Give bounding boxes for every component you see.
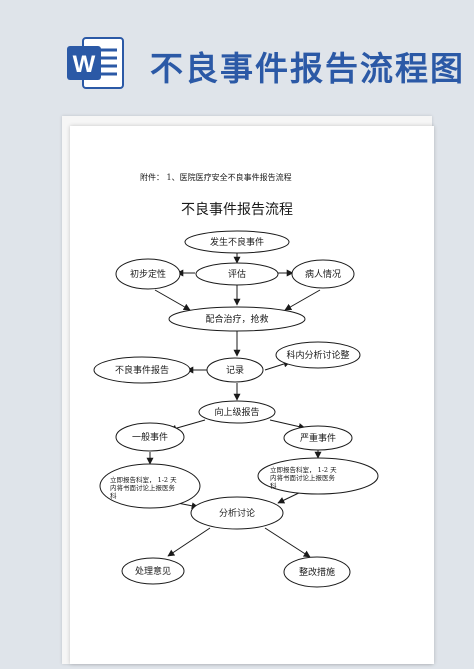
label-general-action-line-1: 立即报告科室， 1-2 天	[110, 475, 177, 484]
node-evaluate	[195, 262, 279, 286]
banner-header: W 不良事件报告流程图	[0, 0, 474, 110]
label-analysis: 分析讨论	[219, 507, 255, 519]
node-serious-event	[283, 425, 353, 451]
node-report-up	[198, 400, 276, 424]
label-general-action-line-2: 内将书面讨论上报医务	[110, 483, 176, 492]
label-dept-discussion: 科内分析讨论整	[286, 349, 349, 361]
arrow-reportup-serious	[269, 419, 306, 431]
label-general-action-line-3: 科	[110, 491, 117, 500]
banner-title: 不良事件报告流程图	[150, 49, 465, 88]
node-general-action	[99, 463, 201, 509]
arrow-analysis-handling	[167, 527, 211, 557]
node-dept-discussion	[275, 341, 361, 369]
label-serious-event: 严重事件	[300, 432, 336, 444]
arrow-analysis-rectification	[264, 527, 311, 558]
node-patient-condition	[291, 259, 355, 289]
node-labels: 发生不良事件 初步定性 评估 病人情况 配合治疗，抢救 记录 不良事件报告 科内…	[115, 236, 350, 578]
document-title: 不良事件报告流程	[181, 202, 293, 218]
action-labels: 立即报告科室， 1-2 天 内将书面讨论上报医务 科 立即报告科室， 1-2 天…	[110, 465, 337, 500]
label-occur: 发生不良事件	[210, 236, 264, 248]
node-analysis	[190, 496, 284, 530]
node-shapes	[93, 230, 379, 588]
label-serious-action-line-3: 科	[270, 481, 277, 490]
label-serious-action-line-2: 内将书面讨论上报医务	[270, 473, 336, 482]
label-initial-nature: 初步定性	[130, 268, 166, 280]
label-record: 记录	[226, 365, 244, 376]
node-general-event	[115, 422, 185, 452]
label-adverse-report: 不良事件报告	[115, 364, 169, 376]
node-initial-nature	[115, 258, 181, 290]
node-adverse-report	[93, 356, 191, 384]
node-occur	[184, 230, 290, 254]
label-report-up: 向上级报告	[214, 406, 259, 418]
node-serious-action	[257, 457, 379, 495]
node-record	[206, 357, 264, 383]
label-evaluate: 评估	[228, 268, 246, 280]
label-rectification: 整改措施	[299, 566, 335, 578]
node-handling-opinion	[121, 557, 185, 585]
arrow-initial-treatment	[154, 289, 191, 311]
label-handling-opinion: 处理意见	[135, 565, 171, 577]
node-treatment	[168, 306, 306, 332]
node-rectification	[283, 556, 351, 588]
word-icon-letter: W	[73, 51, 96, 78]
label-patient-condition: 病人情况	[305, 268, 341, 280]
attachment-note: 附件： 1、医院医疗安全不良事件报告流程	[140, 172, 292, 182]
label-general-event: 一般事件	[132, 431, 168, 443]
label-serious-action-line-1: 立即报告科室， 1-2 天	[270, 465, 337, 474]
label-treatment: 配合治疗，抢救	[205, 313, 268, 325]
arrow-patient-treatment	[284, 289, 321, 311]
word-icon: W	[67, 37, 124, 89]
